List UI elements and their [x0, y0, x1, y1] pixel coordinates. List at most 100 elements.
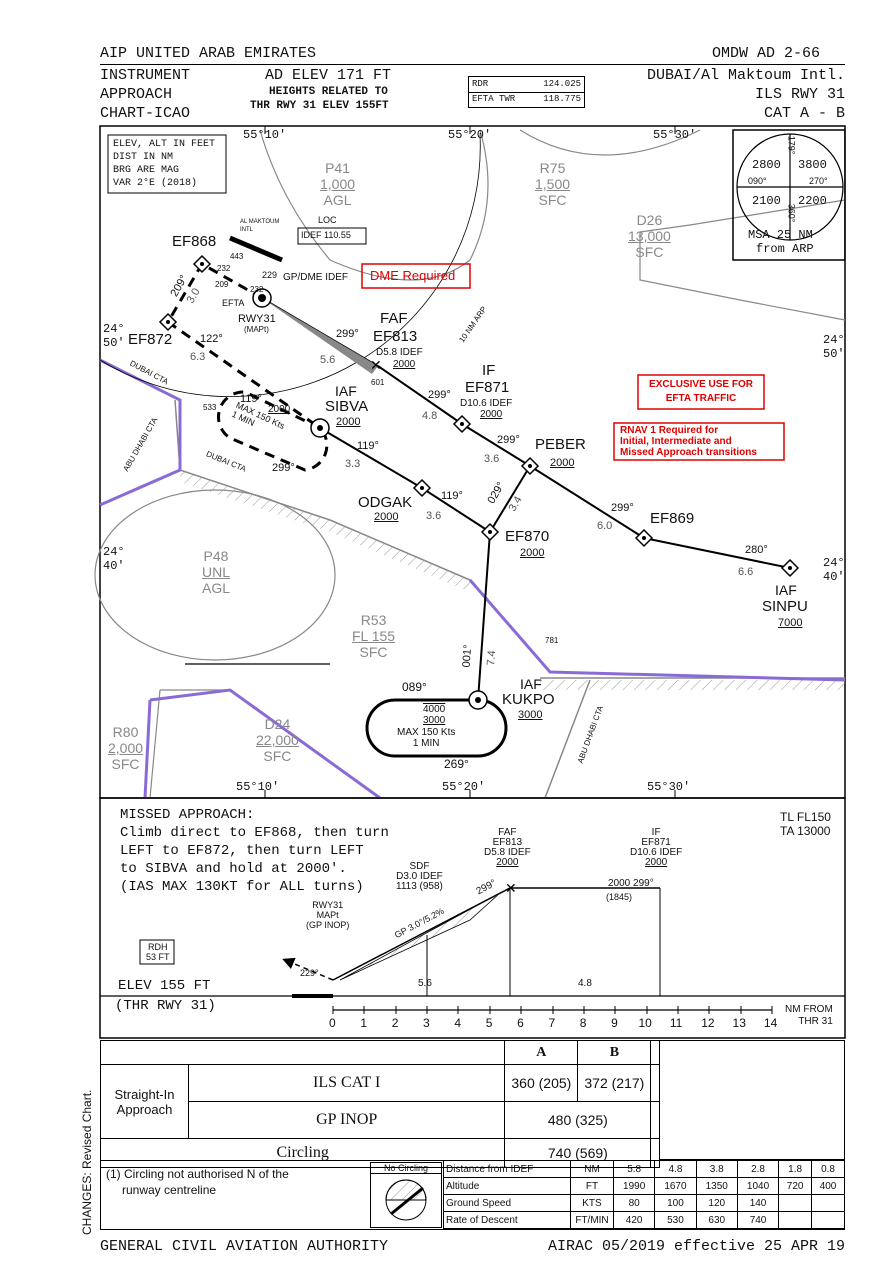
leg-66: 6.6: [738, 566, 754, 578]
label-ef813-dist: D5.8 IDEF: [376, 347, 423, 358]
aip-title: AIP UNITED ARAB EMIRATES: [100, 45, 317, 62]
profile-if-alt-sub: (1845): [606, 892, 633, 902]
grid-top-3: 55°30': [653, 128, 697, 142]
lat-40-left: 24°40': [103, 545, 125, 573]
page-id: OMDW AD 2-66: [712, 45, 821, 62]
changes-note: CHANGES: Revised Chart.: [80, 1089, 94, 1235]
category: CAT A - B: [763, 105, 845, 122]
label-ef871: EF871: [465, 379, 510, 396]
no-circling-box: No Circling: [370, 1162, 442, 1228]
label-ef813-alt: 2000: [393, 359, 416, 370]
label-sinpu-alt: 7000: [778, 617, 803, 629]
ils-cat1-label: ILS CAT I: [187, 1064, 506, 1102]
label-ef869: EF869: [650, 510, 695, 527]
label-ef813: EF813: [373, 328, 418, 345]
rwy-label: RWY31: [238, 313, 276, 325]
obstacle-533: 533: [203, 403, 217, 412]
profile-dist-56: 5.6: [418, 978, 432, 989]
msa-360: 360°: [786, 203, 797, 223]
header-rule: [100, 64, 845, 65]
obstacle-781: 781: [545, 636, 559, 645]
grid-top-1: 55°10': [243, 128, 287, 142]
label-faf: FAF: [380, 310, 408, 327]
obstacle-601: 601: [371, 378, 385, 387]
airport-name: DUBAI/Al Maktoum Intl.: [646, 67, 845, 84]
scale-tick-label: 9: [611, 1016, 618, 1030]
leg-232-small: 232: [250, 285, 264, 294]
profile-if-alt: 2000 299°: [608, 878, 654, 889]
minima-table: A B Straight-In Approach ILS CAT I 360 (…: [99, 1040, 660, 1168]
obstacle-443: 443: [230, 252, 244, 261]
loc-title: LOC: [318, 215, 337, 225]
leg-299a: 299°: [497, 434, 520, 446]
sibva-hold-outbound: 299°: [272, 462, 295, 474]
ils-a: 360 (205): [504, 1064, 579, 1102]
msa-3800: 3800: [798, 158, 827, 172]
frequency-box: RDR 124.025 EFTA TWR 118.775: [468, 76, 585, 108]
label-ef868: EF868: [172, 233, 217, 250]
sibva-hold-alt: 2000: [268, 404, 291, 415]
leg-60: 6.0: [597, 520, 613, 532]
grid-bottom-2: 55°20': [442, 780, 486, 794]
kukpo-hold-alt-min: 3000: [423, 715, 446, 726]
missed-approach-text: MISSED APPROACH:Climb direct to EF868, t…: [120, 807, 389, 895]
gp-hdg: 229: [262, 270, 278, 280]
scale-tick-label: 0: [329, 1016, 336, 1030]
label-sinpu: SINPU: [762, 598, 808, 615]
leg-56: 5.6: [320, 354, 336, 366]
scale-tick-label: 11: [669, 1016, 683, 1030]
leg-299b: 299°: [428, 389, 451, 401]
chart-type-1: INSTRUMENT: [100, 67, 191, 84]
label-sinpu-role: IAF: [775, 582, 797, 598]
gp-inop-value: 480 (325): [504, 1101, 652, 1139]
kukpo-hold-alt-max: 4000: [423, 704, 446, 715]
lat-50-right: 24°50': [823, 333, 845, 361]
svg-text:✕: ✕: [370, 357, 382, 373]
dme-required-note: DME Required: [370, 268, 456, 283]
scale-tick-label: 12: [701, 1016, 715, 1030]
ad-elev: AD ELEV 171 FT: [265, 67, 392, 84]
chart-type-3: CHART-ICAO: [100, 105, 191, 122]
profile-dist-48: 4.8: [578, 978, 592, 989]
leg-122: 122°: [200, 333, 223, 345]
footer-airac: AIRAC 05/2019 effective 25 APR 19: [547, 1238, 845, 1255]
twr-freq: 118.775: [543, 94, 581, 104]
label-odgak: ODGAK: [358, 494, 413, 511]
scale-tick-label: 10: [638, 1016, 652, 1030]
profile-thr: (THR RWY 31): [115, 998, 216, 1014]
leg-209-small: 209: [215, 280, 229, 289]
grid-bottom-1: 55°10': [236, 780, 280, 794]
leg-299d: 299°: [611, 502, 634, 514]
footer-authority: GENERAL CIVIL AVIATION AUTHORITY: [100, 1238, 389, 1255]
grid-bottom-3: 55°30': [647, 780, 691, 794]
scale-tick-label: 2: [391, 1016, 399, 1030]
leg-280: 280°: [745, 544, 768, 556]
label-ef870: EF870: [505, 528, 550, 545]
thr-elev: THR RWY 31 ELEV 155FT: [250, 100, 389, 112]
grid-top-2: 55°20': [448, 128, 492, 142]
mapt-label: (MAPt): [244, 325, 269, 334]
leg-36a: 3.6: [426, 510, 442, 522]
label-kukpo-alt: 3000: [518, 709, 543, 721]
label-ef870-alt: 2000: [520, 547, 545, 559]
msa-179: 179°: [786, 135, 797, 155]
leg-74: 7.4: [485, 649, 499, 667]
twr-label: EFTA TWR: [472, 94, 516, 104]
label-peber-alt: 2000: [550, 457, 575, 469]
